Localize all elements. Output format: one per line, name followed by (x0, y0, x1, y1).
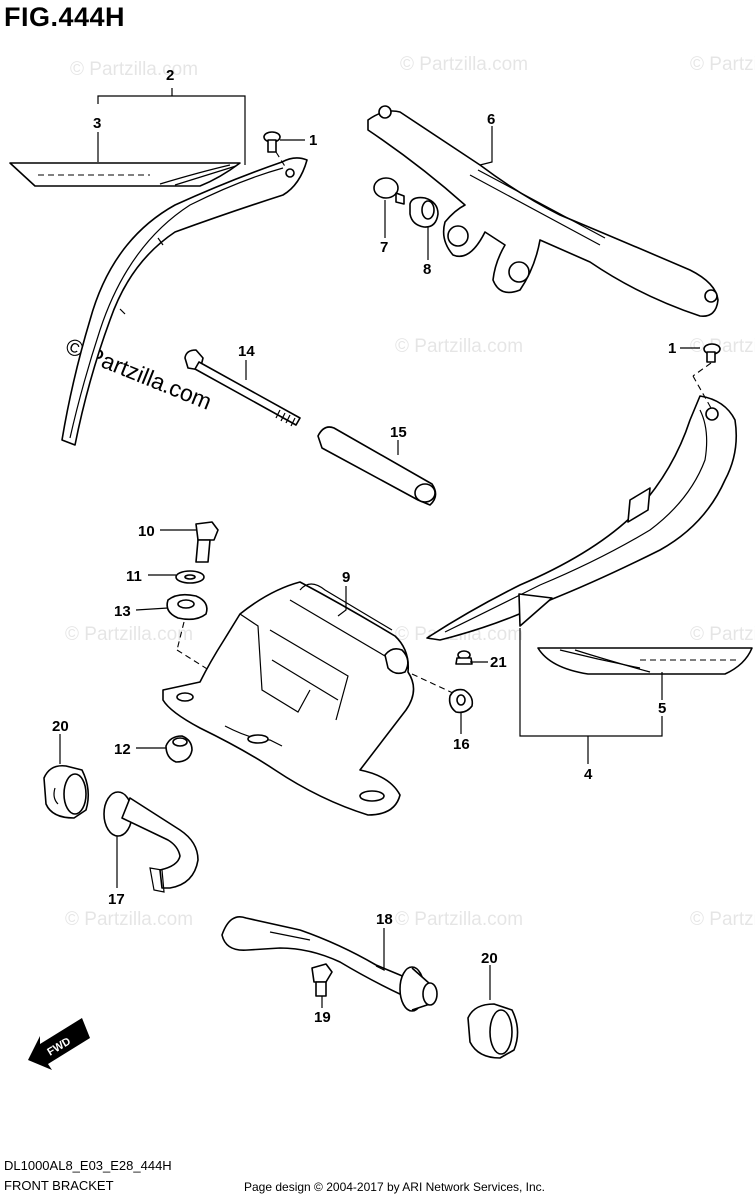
callout-20: 20 (52, 718, 69, 735)
part-21-screw (455, 650, 473, 665)
copyright-credit: Page design © 2004-2017 by ARI Network S… (244, 1180, 546, 1194)
callout-5: 5 (658, 700, 666, 717)
watermark: © Partzilla.com (395, 336, 523, 357)
watermark: © Partzilla.com (690, 624, 755, 645)
diagram-code: DL1000AL8_E03_E28_444H (4, 1158, 172, 1173)
callout-13: 13 (114, 603, 131, 620)
part-4-right-cowl (426, 395, 738, 641)
part-1-screw-right (703, 343, 721, 363)
callout-1: 1 (309, 132, 317, 149)
part-6-upper-bracket (367, 105, 719, 317)
part-1-screw-top (263, 131, 281, 153)
part-19-bolt (311, 963, 333, 997)
part-10-bolt (195, 521, 219, 563)
callout-15: 15 (390, 424, 407, 441)
part-16-nut (448, 688, 474, 714)
watermark-grid: © Partzilla.com © Partzilla.com © Partzi… (65, 54, 755, 930)
watermark: © Partzilla.com (690, 336, 755, 357)
part-11-washer (175, 570, 205, 584)
part-13-grommet (166, 593, 208, 621)
callout-4: 4 (584, 766, 593, 783)
part-3-sticker (9, 162, 241, 187)
fwd-arrow-icon: FWD (28, 1018, 90, 1070)
callout-9: 9 (342, 569, 350, 586)
watermark: © Partzilla.com (65, 909, 193, 930)
leader-lines (59, 88, 700, 1008)
callout-17: 17 (108, 891, 125, 908)
watermark: © Partzilla.com (65, 624, 193, 645)
part-7-bolt (373, 177, 405, 205)
callout-21: 21 (490, 654, 507, 671)
part-18-stay (221, 916, 438, 1012)
part-17-stay (103, 791, 199, 893)
callout-14: 14 (238, 343, 255, 360)
watermark: © Partzilla.com (690, 54, 755, 75)
diagram-name: FRONT BRACKET (4, 1178, 114, 1193)
watermark: © Partzilla.com (690, 909, 755, 930)
callout-2: 2 (166, 67, 174, 84)
callout-7: 7 (380, 239, 388, 256)
part-8-grommet (409, 196, 439, 228)
callout-3: 3 (93, 115, 101, 132)
watermark: © Partzilla.com (400, 54, 528, 75)
part-5-sticker (537, 647, 753, 675)
callout-19: 19 (314, 1009, 331, 1026)
callout-labels: 2 3 1 6 7 8 14 15 1 10 11 13 9 21 5 20 1… (52, 67, 676, 1026)
callout-8: 8 (423, 261, 431, 278)
part-20-rubber-right (467, 1003, 519, 1059)
callout-18: 18 (376, 911, 393, 928)
callout-1b: 1 (668, 340, 676, 357)
figure-title: FIG.444H (4, 2, 126, 32)
part-15-collar (317, 426, 437, 506)
part-2-left-cowl (61, 157, 308, 446)
callout-20b: 20 (481, 950, 498, 967)
watermark: © Partzilla.com (395, 909, 523, 930)
part-12-nut (165, 735, 193, 763)
callout-11: 11 (126, 568, 142, 585)
callout-16: 16 (453, 736, 470, 753)
part-9-main-bracket (162, 581, 415, 816)
callout-10: 10 (138, 523, 155, 540)
part-14-long-bolt (184, 349, 301, 427)
watermark: © Partzilla.com (70, 59, 198, 80)
callout-6: 6 (487, 111, 495, 128)
part-20-rubber-left (43, 764, 90, 819)
callout-12: 12 (114, 741, 131, 758)
